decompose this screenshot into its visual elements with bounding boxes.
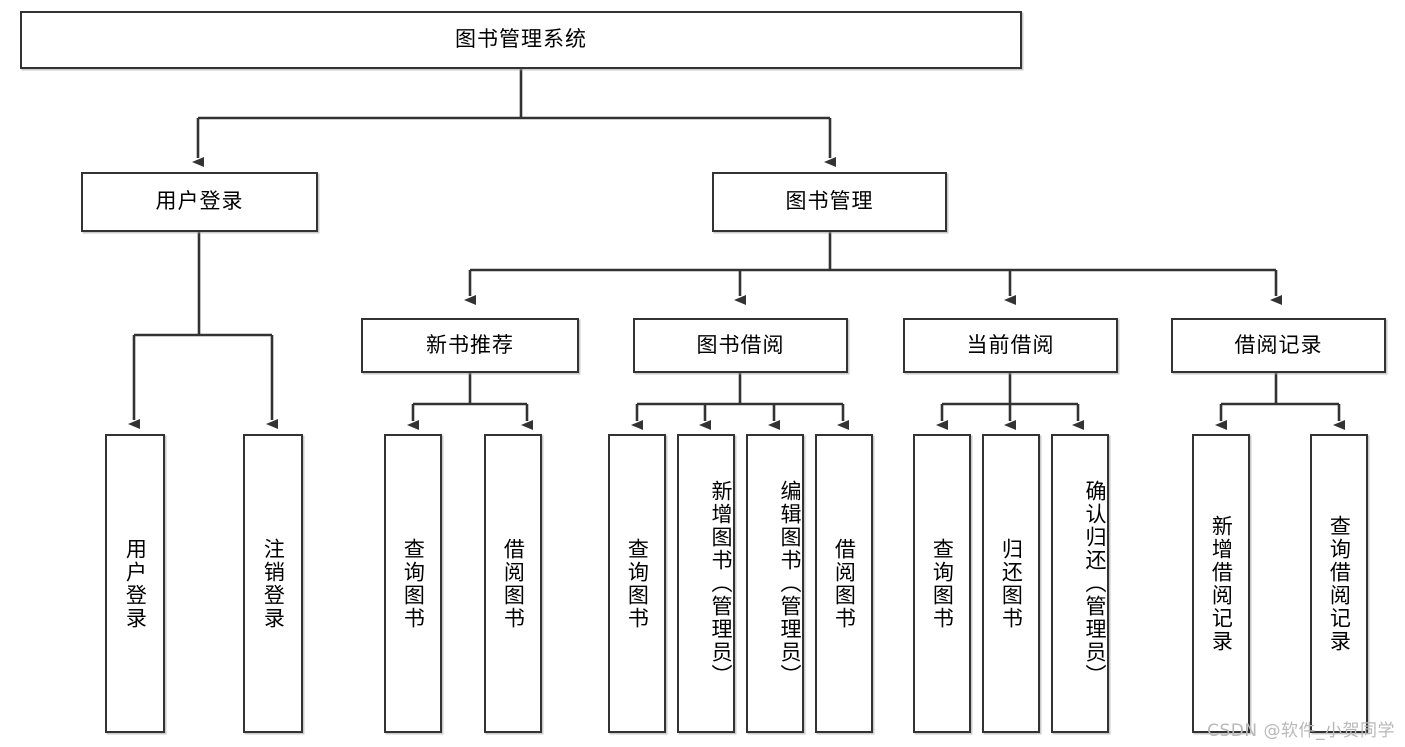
node-label: 注销登录 xyxy=(261,537,286,630)
leaf-new-book-query-book[interactable]: 查询图书 xyxy=(384,434,442,733)
node-label: 用户登录 xyxy=(123,537,148,630)
watermark-text: CSDN @软件_小贺同学 xyxy=(1207,721,1395,741)
leaf-current-borrow-confirm-return-admin[interactable]: 确认归还（管理员） xyxy=(1051,434,1109,733)
node-label: 新增借阅记录 xyxy=(1209,514,1234,653)
node-title-book-management-system[interactable]: 图书管理系统 xyxy=(20,11,1022,69)
node-label: 借阅记录 xyxy=(1234,332,1323,357)
leaf-current-borrow-query-book[interactable]: 查询图书 xyxy=(913,434,971,733)
node-label: 查询借阅记录 xyxy=(1327,514,1352,653)
node-label: 图书管理系统 xyxy=(455,27,587,52)
leaf-current-borrow-return-book[interactable]: 归还图书 xyxy=(982,434,1040,733)
node-label: 当前借阅 xyxy=(966,332,1055,357)
node-label: 借阅图书 xyxy=(832,537,857,630)
node-borrow-record[interactable]: 借阅记录 xyxy=(1171,318,1386,373)
leaf-borrow-record-query-record[interactable]: 查询借阅记录 xyxy=(1310,434,1368,733)
node-label: 查询图书 xyxy=(401,537,426,630)
node-label: 编辑图书（管理员） xyxy=(778,480,802,687)
leaf-borrow-record-add-record[interactable]: 新增借阅记录 xyxy=(1192,434,1250,733)
leaf-user-login-login[interactable]: 用户登录 xyxy=(105,434,165,733)
node-label: 新增图书（管理员） xyxy=(709,480,733,687)
leaf-book-borrow-edit-book-admin[interactable]: 编辑图书（管理员） xyxy=(746,434,804,733)
leaf-user-login-logout[interactable]: 注销登录 xyxy=(243,434,303,733)
node-label: 查询图书 xyxy=(625,537,650,630)
node-label: 归还图书 xyxy=(999,537,1024,630)
leaf-book-borrow-query-book[interactable]: 查询图书 xyxy=(608,434,666,733)
node-new-book-recommend[interactable]: 新书推荐 xyxy=(361,318,579,373)
node-label: 确认归还（管理员） xyxy=(1083,480,1107,687)
node-book-borrow[interactable]: 图书借阅 xyxy=(633,318,848,373)
node-label: 新书推荐 xyxy=(426,332,514,357)
node-book-management[interactable]: 图书管理 xyxy=(712,172,947,232)
node-label: 查询图书 xyxy=(930,537,955,630)
node-label: 图书管理 xyxy=(785,189,874,214)
node-user-login[interactable]: 用户登录 xyxy=(81,172,318,232)
leaf-book-borrow-add-book-admin[interactable]: 新增图书（管理员） xyxy=(677,434,735,733)
node-label: 用户登录 xyxy=(155,189,244,214)
leaf-new-book-borrow-book[interactable]: 借阅图书 xyxy=(484,434,542,733)
node-current-borrow[interactable]: 当前借阅 xyxy=(903,318,1118,373)
leaf-book-borrow-borrow-book[interactable]: 借阅图书 xyxy=(815,434,873,733)
node-label: 图书借阅 xyxy=(696,332,785,357)
node-label: 借阅图书 xyxy=(501,537,526,630)
